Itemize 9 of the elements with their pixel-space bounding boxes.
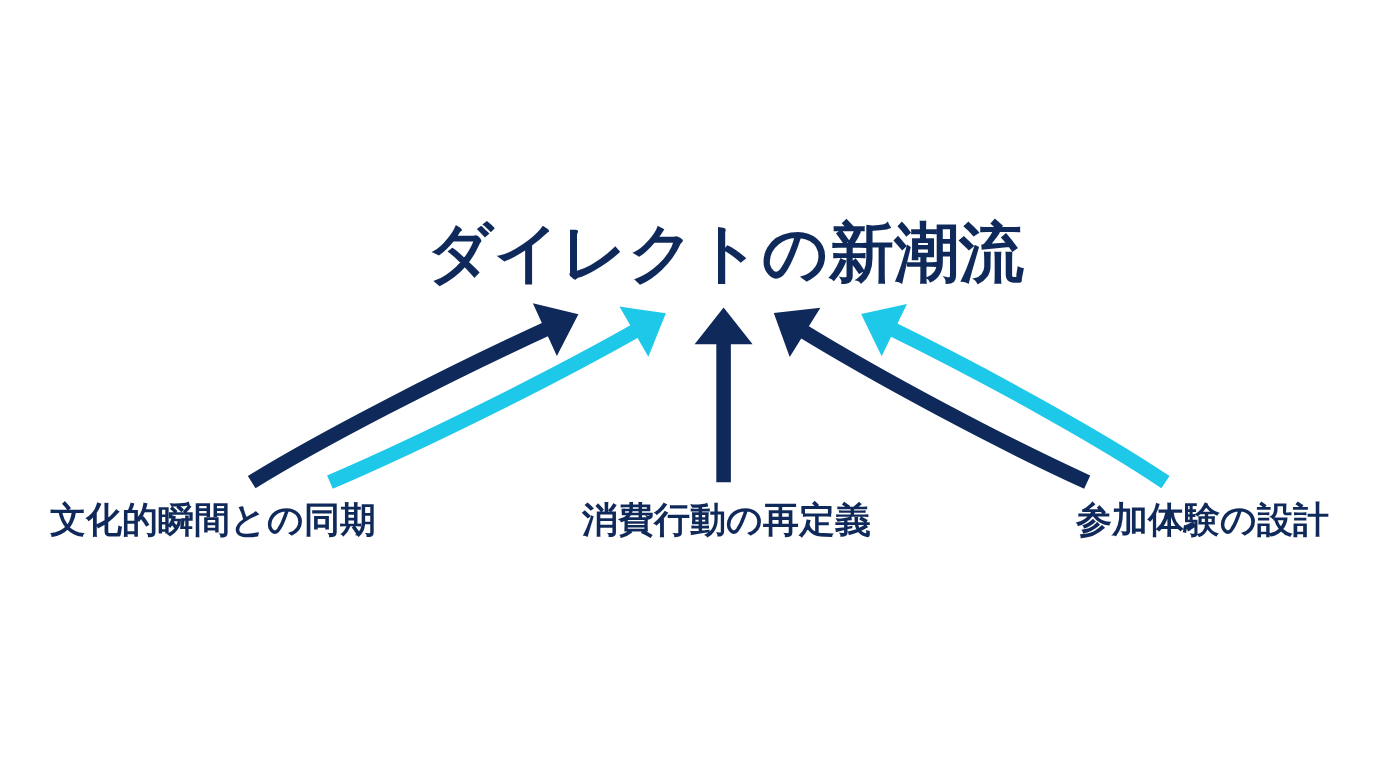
node-text: 消費行動の再定義 (582, 498, 872, 540)
arrow (861, 303, 1170, 488)
node-text: 文化的瞬間との同期 (50, 498, 377, 540)
arrow (247, 302, 579, 488)
arrow (694, 306, 753, 482)
arrow (773, 307, 1091, 489)
node-text: 参加体験の設計 (1076, 498, 1330, 540)
node-text: ダイレクトの新潮流 (426, 214, 1024, 290)
arrow (327, 306, 666, 489)
